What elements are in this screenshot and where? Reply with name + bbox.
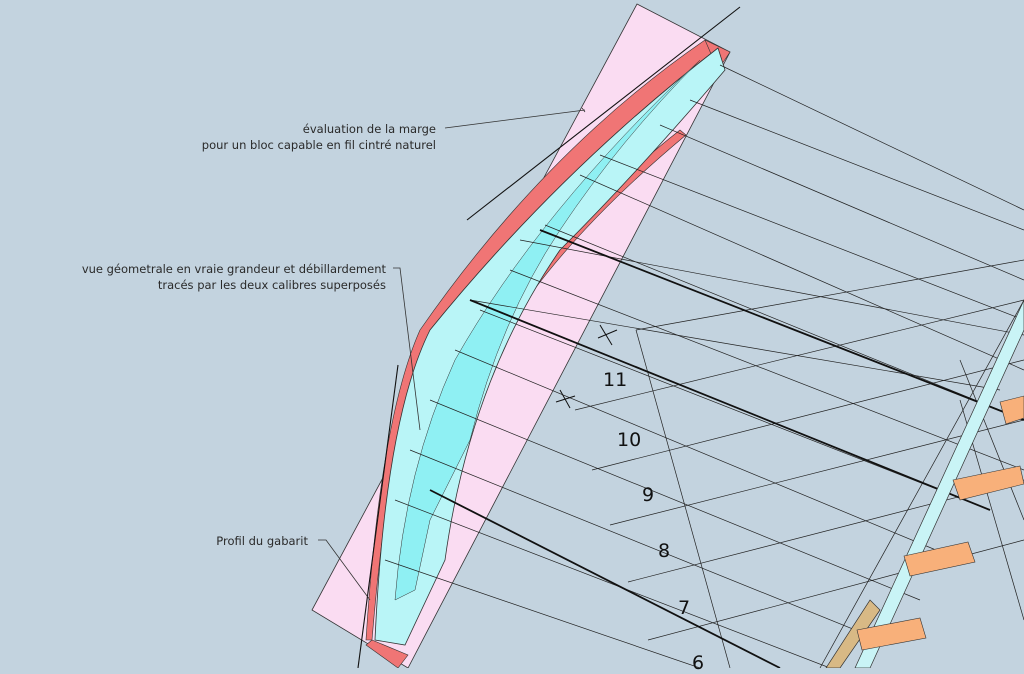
step-number-11: 11 xyxy=(603,369,628,391)
annotation-vue: vue géometrale en vraie grandeur et débi… xyxy=(82,261,386,293)
annotation-marge-line2: pour un bloc capable en fil cintré natur… xyxy=(201,138,436,152)
step-number-8: 8 xyxy=(658,540,671,562)
step-number-7: 7 xyxy=(678,597,691,619)
annotation-marge-line1: évaluation de la marge xyxy=(302,122,436,136)
step-lines xyxy=(384,64,1024,669)
step-edges xyxy=(429,229,1024,669)
step-number-9: 9 xyxy=(642,484,655,506)
annotation-vue-line1: vue géometrale en vraie grandeur et débi… xyxy=(81,262,386,276)
leaders xyxy=(318,107,586,601)
x-marks xyxy=(555,324,618,409)
treads xyxy=(856,395,1024,651)
step-number-6: 6 xyxy=(692,652,705,674)
annotation-marge: évaluation de la marge pour un bloc capa… xyxy=(202,121,436,153)
annotation-profil: Profil du gabarit xyxy=(216,533,308,549)
step-number-10: 10 xyxy=(617,429,642,451)
annotation-vue-line2: tracés par les deux calibres superposés xyxy=(157,278,386,292)
template-shade xyxy=(394,59,701,601)
annotation-profil-text: Profil du gabarit xyxy=(216,534,308,548)
